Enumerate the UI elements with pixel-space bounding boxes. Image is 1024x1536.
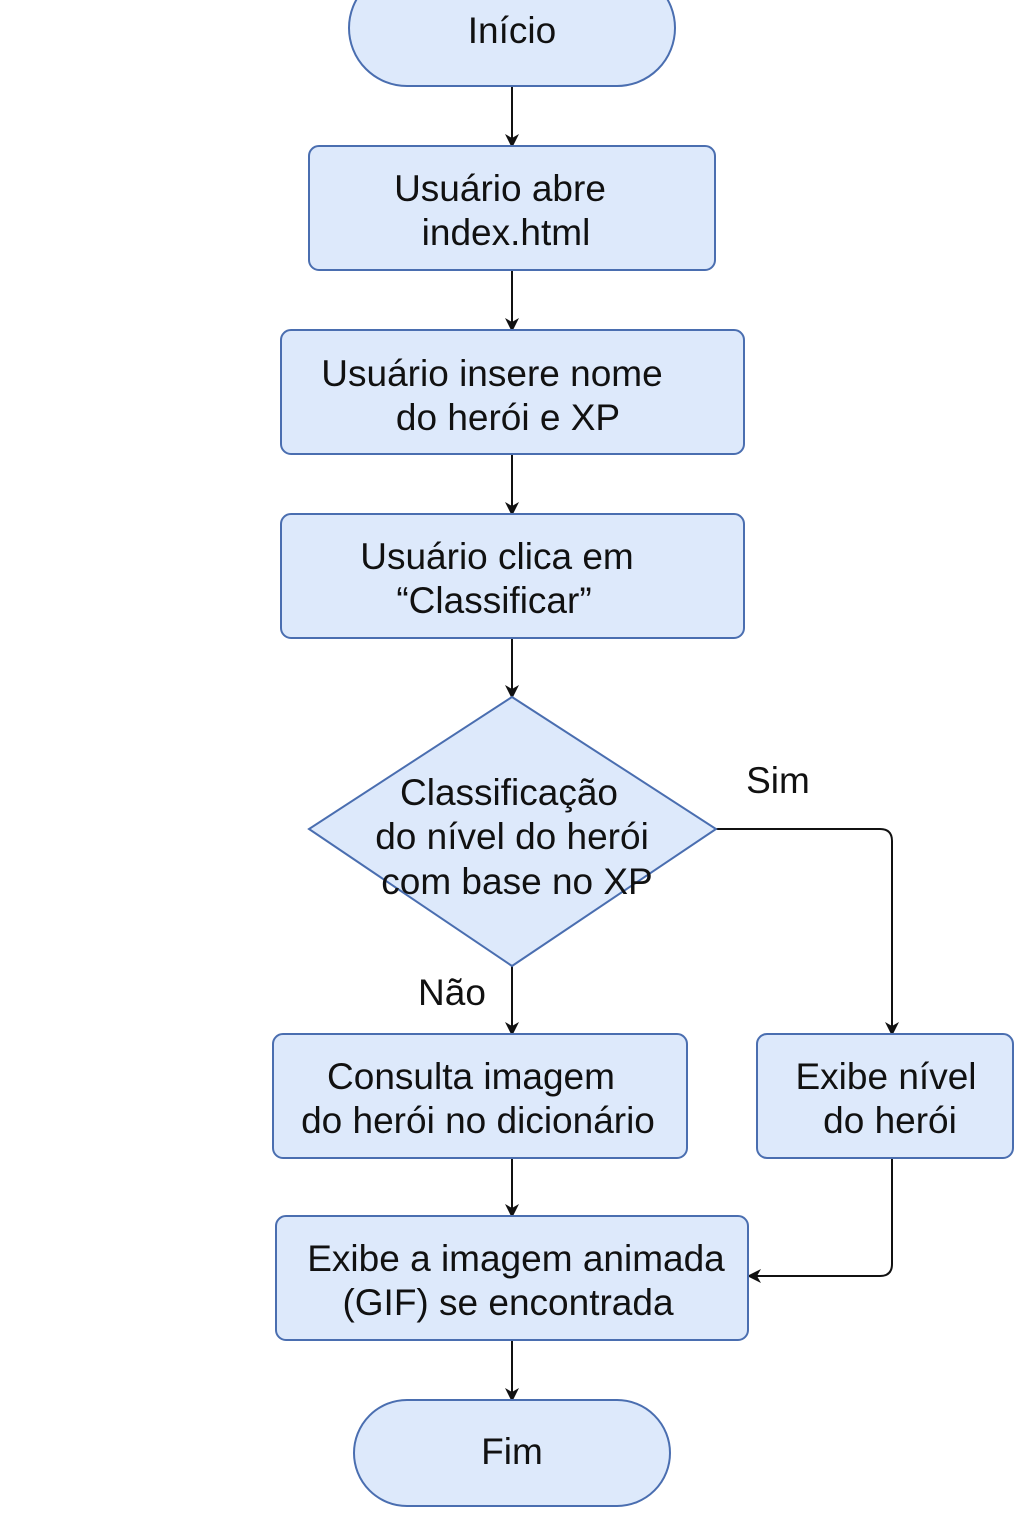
node-open-page-line-2: index.html bbox=[422, 212, 591, 253]
node-show-level: Exibe nível do herói bbox=[756, 1033, 1014, 1159]
node-end-line-1: Fim bbox=[481, 1431, 543, 1472]
node-decision-line-1: Classificação bbox=[400, 772, 618, 813]
node-lookup-image-line-2: do herói no dicionário bbox=[301, 1100, 655, 1141]
node-show-gif-line-2: (GIF) se encontrada bbox=[342, 1282, 674, 1323]
node-open-page-line-1: Usuário abre bbox=[394, 168, 606, 209]
node-click-classify-line-1: Usuário clica em bbox=[360, 536, 633, 577]
node-decision: Classificação do nível do herói com base… bbox=[307, 695, 718, 968]
node-show-level-line-2: do herói bbox=[823, 1100, 957, 1141]
node-click-classify-line-2: “Classificar” bbox=[396, 580, 591, 621]
edge-decision-to-show-level bbox=[716, 828, 899, 1036]
edge-label-nao: Não bbox=[418, 972, 486, 1013]
edge-label-sim: Sim bbox=[746, 760, 810, 801]
node-lookup-image-line-1: Consulta imagem bbox=[327, 1056, 615, 1097]
node-decision-line-2: do nível do herói bbox=[375, 816, 649, 857]
node-lookup-image: Consulta imagem do herói no dicionário bbox=[272, 1033, 688, 1159]
node-start: Início bbox=[348, 0, 676, 87]
node-open-page: Usuário abre index.html bbox=[308, 145, 716, 271]
node-start-line-1: Início bbox=[468, 10, 556, 51]
node-enter-hero: Usuário insere nome do herói e XP bbox=[280, 329, 745, 455]
node-show-gif-line-1: Exibe a imagem animada bbox=[307, 1238, 725, 1279]
node-enter-hero-line-2: do herói e XP bbox=[396, 397, 620, 438]
node-show-gif: Exibe a imagem animada (GIF) se encontra… bbox=[275, 1215, 749, 1341]
edges: Sim Não bbox=[418, 86, 899, 1402]
node-enter-hero-line-1: Usuário insere nome bbox=[321, 353, 662, 394]
node-click-classify: Usuário clica em “Classificar” bbox=[280, 513, 745, 639]
edge-show-level-to-show-gif bbox=[747, 1158, 893, 1283]
node-decision-line-3: com base no XP bbox=[381, 861, 652, 902]
node-end: Fim bbox=[353, 1399, 671, 1507]
node-show-level-line-1: Exibe nível bbox=[796, 1056, 977, 1097]
